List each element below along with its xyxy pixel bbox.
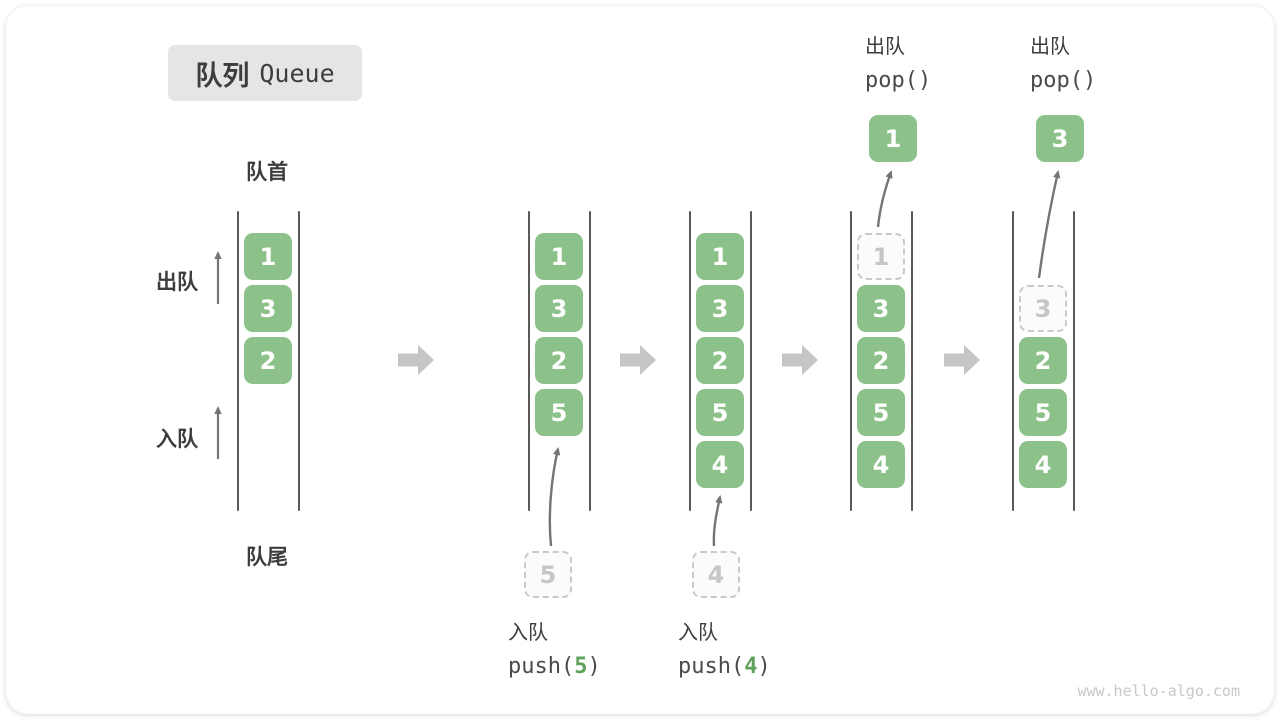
watermark: www.hello-algo.com (1077, 682, 1240, 700)
queue-state-5-cell-4: 4 (1019, 441, 1067, 488)
queue-state-4-cell-4: 4 (857, 441, 905, 488)
queue-state-4-rail-right (911, 211, 913, 511)
queue-state-5-rail-left (1012, 211, 1014, 511)
queue-rear-label: 队尾 (246, 545, 288, 569)
queue-state-2-rail-right (589, 211, 591, 511)
push-arg: 4 (744, 654, 758, 679)
op-code: push(5) (508, 654, 601, 679)
queue-state-4-cell-5: 5 (857, 389, 905, 436)
queue-state-4-cell-1: 1 (857, 233, 905, 280)
queue-state-3-cell-4: 4 (696, 441, 744, 488)
queue-state-2-cell-5: 5 (535, 389, 583, 436)
queue-state-3-cell-5: 5 (696, 389, 744, 436)
queue-state-5-cell-3: 3 (1019, 285, 1067, 332)
queue-state-2-rail-left (528, 211, 530, 511)
queue-state-1-rail-right (298, 211, 300, 511)
queue-state-3-staged-cell: 4 (692, 551, 740, 598)
op-zh: 出队 (1030, 34, 1070, 58)
queue-state-3-cell-3: 3 (696, 285, 744, 332)
op-zh: 入队 (508, 620, 548, 644)
push-arg: 5 (574, 654, 588, 679)
op-code: pop() (1030, 68, 1097, 93)
queue-state-5-cell-5: 5 (1019, 389, 1067, 436)
dequeue-operation-label-2: 出队 pop() (1030, 30, 1096, 93)
queue-state-5-popped-cell: 3 (1036, 115, 1084, 162)
op-code: push(4) (678, 654, 771, 679)
queue-state-3-rail-right (750, 211, 752, 511)
queue-state-3-cell-2: 2 (696, 337, 744, 384)
queue-state-4-rail-left (850, 211, 852, 511)
queue-front-label: 队首 (246, 160, 288, 184)
queue-state-5-cell-2: 2 (1019, 337, 1067, 384)
dequeue-side-label: 出队 (156, 270, 198, 294)
queue-state-2-cell-3: 3 (535, 285, 583, 332)
title-box: 队列 Queue (168, 45, 362, 101)
dequeue-operation-label-1: 出队 pop() (865, 30, 931, 93)
op-zh: 出队 (865, 34, 905, 58)
queue-state-2-cell-2: 2 (535, 337, 583, 384)
queue-state-1-cell-3: 3 (244, 285, 292, 332)
op-zh: 入队 (678, 620, 718, 644)
queue-state-4-cell-3: 3 (857, 285, 905, 332)
queue-state-1-rail-left (237, 211, 239, 511)
queue-state-1-cell-1: 1 (244, 233, 292, 280)
queue-state-3-cell-1: 1 (696, 233, 744, 280)
op-code: pop() (865, 68, 932, 93)
queue-state-4-popped-cell: 1 (869, 115, 917, 162)
queue-state-2-cell-1: 1 (535, 233, 583, 280)
queue-state-1-cell-2: 2 (244, 337, 292, 384)
queue-state-2-staged-cell: 5 (524, 551, 572, 598)
title-zh: 队列 (195, 60, 250, 92)
queue-state-3-rail-left (689, 211, 691, 511)
enqueue-operation-label-2: 入队 push(4) (678, 616, 771, 679)
queue-state-5-rail-right (1073, 211, 1075, 511)
diagram-card (6, 6, 1274, 714)
title-en: Queue (259, 58, 335, 88)
enqueue-side-label: 入队 (156, 427, 198, 451)
enqueue-operation-label-1: 入队 push(5) (508, 616, 601, 679)
queue-state-4-cell-2: 2 (857, 337, 905, 384)
